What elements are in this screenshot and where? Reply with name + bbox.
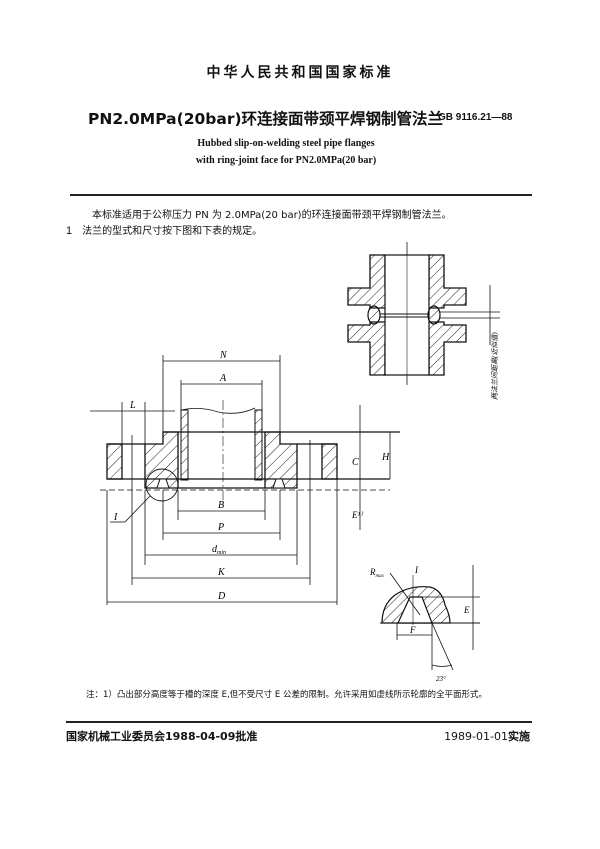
footnote: 注：1）凸出部分高度等于槽的深度 E,但不受尺寸 E 公差的限制。允许采用如虚线… — [86, 690, 487, 700]
dim-dmin: dmin — [212, 544, 226, 556]
english-title-line2: with ring-joint face for PN2.0MPa(20 bar… — [195, 155, 377, 166]
flange-section-drawing: N A L C H E¹⁾ B P dmin K D I — [90, 350, 400, 605]
implementation-label: 实施 — [508, 730, 530, 743]
assembly-gap-label: 两法兰间距离(近似值) — [491, 332, 499, 400]
standard-code: GB 9116.21—88 — [438, 112, 513, 123]
detail-R-max: Rmax — [369, 567, 385, 579]
english-title-line1: Hubbed slip-on-welding steel pipe flange… — [197, 138, 375, 149]
detail-E: E — [463, 605, 470, 615]
dim-B: B — [218, 500, 224, 511]
scope-paragraph: 本标准适用于公称压力 PN 为 2.0MPa(20 bar)的环连接面带颈平焊钢… — [92, 210, 452, 221]
section-text: 法兰的型式和尺寸按下图和下表的规定。 — [82, 226, 263, 237]
detail-angle: 23° — [436, 675, 446, 683]
groove-detail-drawing: Rmax I E F 23° — [369, 565, 480, 683]
issuing-standard-header: 中华人民共和国国家标准 — [206, 65, 394, 81]
approval-info: 国家机械工业委员会1988-04-09批准 — [66, 730, 258, 743]
document-title: PN2.0MPa(20bar)环连接面带颈平焊钢制管法兰 — [88, 110, 444, 128]
dim-N: N — [219, 350, 228, 361]
detail-callout-I: I — [113, 512, 118, 523]
detail-F: F — [409, 625, 416, 635]
dim-H: H — [381, 452, 390, 463]
dim-P: P — [217, 522, 224, 533]
dim-E: E¹⁾ — [351, 510, 363, 520]
implementation-info: 1989-01-01实施 — [444, 728, 530, 744]
detail-I-label: I — [414, 565, 419, 575]
dim-A: A — [219, 373, 227, 384]
section-1: 1 法兰的型式和尺寸按下图和下表的规定。 — [66, 222, 262, 237]
header-divider — [70, 194, 532, 196]
dim-K: K — [217, 567, 226, 578]
dim-C: C — [352, 457, 359, 468]
dim-D: D — [217, 591, 226, 602]
flange-assembly-drawing: 两法兰间距离(近似值) — [347, 242, 500, 400]
implementation-date: 1989-01-01 — [444, 730, 508, 743]
dim-L: L — [129, 400, 136, 411]
section-number: 1 — [66, 225, 73, 237]
footer-divider — [66, 721, 532, 723]
